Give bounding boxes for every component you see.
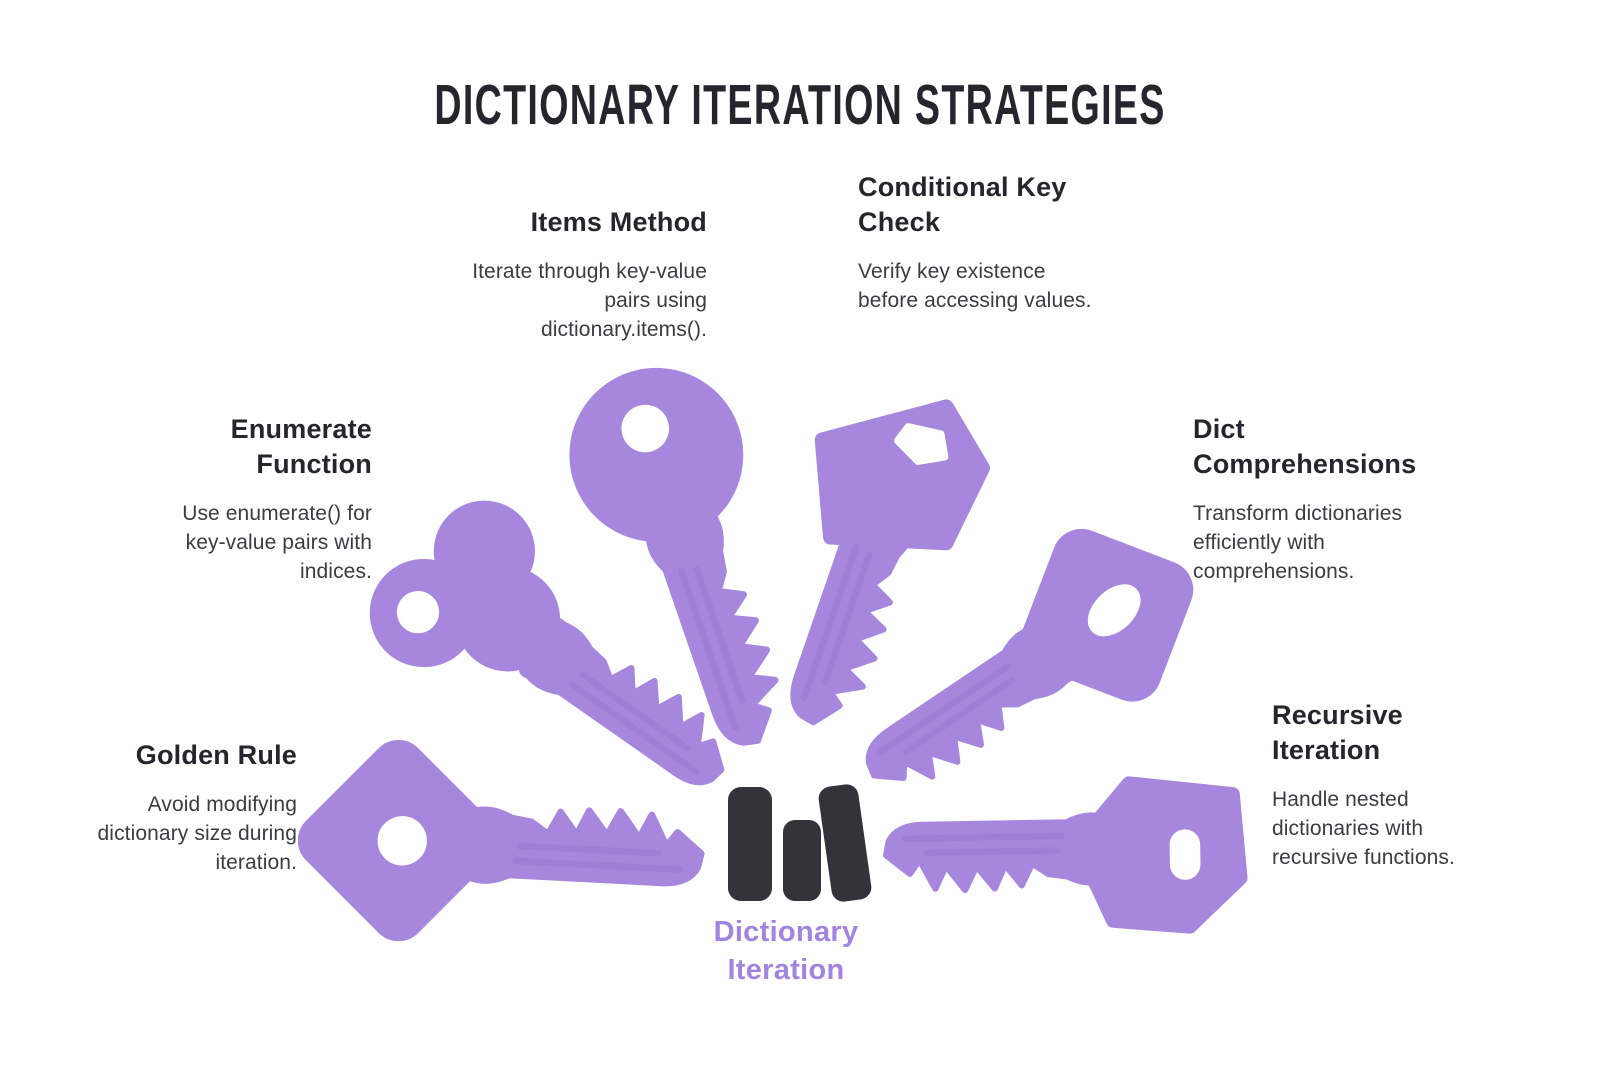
strategy-conditional-key-check: Conditional Key Check Verify key existen… <box>858 170 1093 316</box>
strategy-recursive-iteration: Recursive Iteration Handle nested dictio… <box>1272 698 1497 873</box>
strategy-body: Transform dictionaries efficiently with … <box>1193 502 1403 584</box>
key-recursive-iteration-icon <box>885 776 1248 934</box>
key-dict-comprehensions-icon <box>818 528 1194 854</box>
strategy-enumerate-function: Enumerate Function Use enumerate() for k… <box>142 412 372 587</box>
strategy-body: Verify key existence before accessing va… <box>858 260 1092 313</box>
strategy-body: Use enumerate() for key-value pairs with… <box>182 502 372 584</box>
center-label: Dictionary Iteration <box>636 913 936 990</box>
book-bar-short <box>783 820 821 901</box>
strategy-heading: Golden Rule <box>135 740 297 770</box>
strategy-body: Avoid modifying dictionary size during i… <box>97 793 297 875</box>
strategy-body: Handle nested dictionaries with recursiv… <box>1272 788 1455 870</box>
center-label-line2: Iteration <box>727 954 845 987</box>
book-bar-tilted <box>818 784 872 902</box>
strategy-heading: Dict Comprehensions <box>1193 414 1417 480</box>
book-bar-tall <box>728 787 772 901</box>
key-golden-rule-icon <box>297 740 707 942</box>
strategy-items-method: Items Method Iterate through key-value p… <box>472 205 707 345</box>
key-conditional-check-icon <box>734 399 991 747</box>
key-items-method-icon <box>569 367 834 769</box>
strategy-heading: Enumerate Function <box>230 414 372 480</box>
books-icon <box>728 784 872 902</box>
strategy-heading: Recursive Iteration <box>1272 700 1403 766</box>
center-label-line1: Dictionary <box>713 916 859 948</box>
strategy-golden-rule: Golden Rule Avoid modifying dictionary s… <box>52 738 297 878</box>
key-enumerate-icon <box>369 500 774 846</box>
strategy-body: Iterate through key-value pairs using di… <box>472 260 707 342</box>
strategy-heading: Conditional Key Check <box>858 172 1067 238</box>
strategy-dict-comprehensions: Dict Comprehensions Transform dictionari… <box>1193 412 1453 587</box>
strategy-heading: Items Method <box>530 207 707 237</box>
page-title: DICTIONARY ITERATION STRATEGIES <box>434 73 1166 137</box>
